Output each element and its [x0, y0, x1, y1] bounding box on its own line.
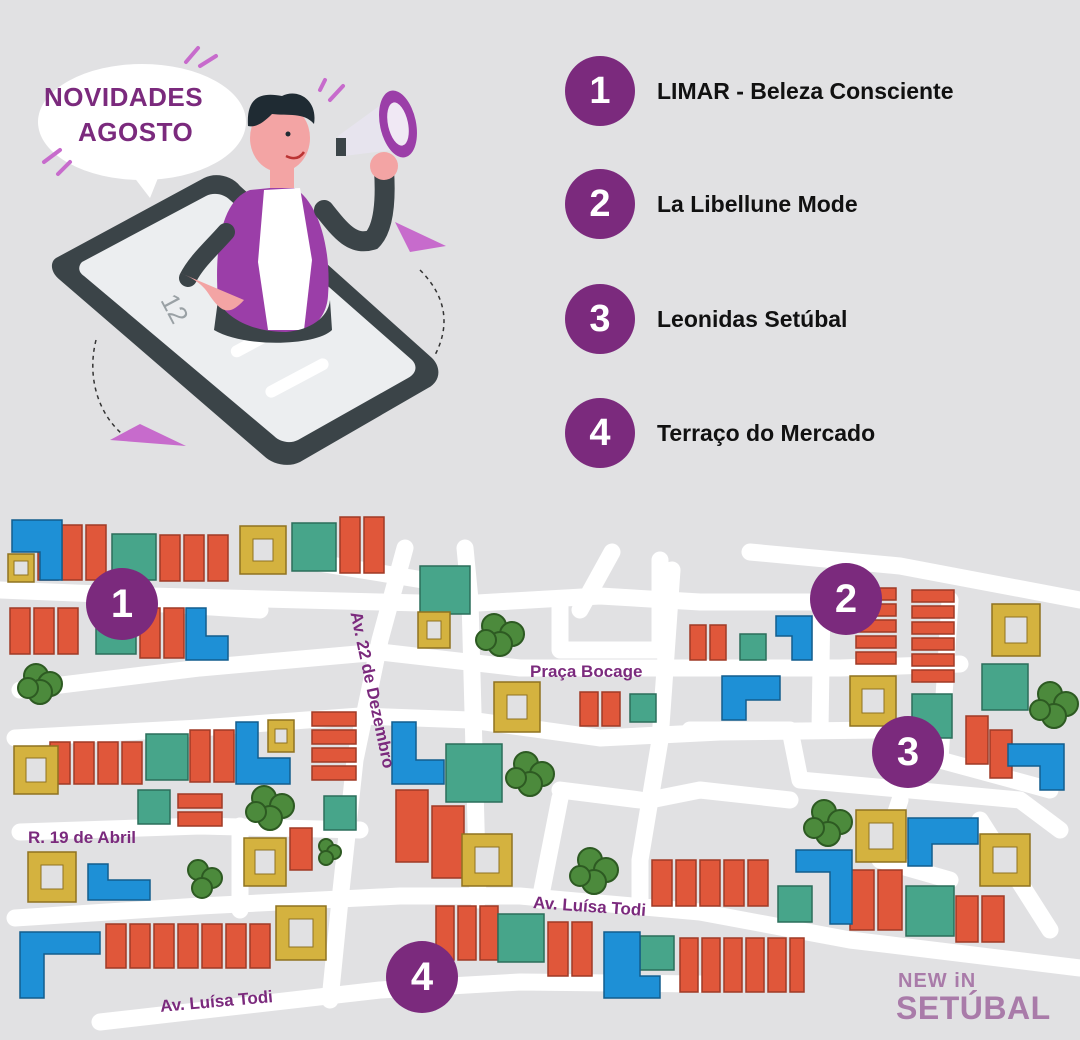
- dashed-arrow-right: [419, 269, 445, 356]
- road: [681, 721, 1069, 839]
- dashed-arrow-left: [92, 339, 131, 441]
- road: [11, 643, 969, 699]
- brand-logo-line1: NEW iN: [898, 970, 977, 992]
- legend-item-3: 3 Leonidas Setúbal: [565, 283, 847, 355]
- road: [6, 887, 1080, 977]
- legend-label: LIMAR - Beleza Consciente: [657, 77, 954, 104]
- legend-number: 2: [565, 169, 635, 239]
- legend-number: 4: [565, 398, 635, 468]
- brand-logo-line2: SETÚBAL: [896, 990, 1051, 1026]
- legend-label: La Libellune Mode: [657, 190, 858, 217]
- tree: [569, 847, 619, 895]
- map-marker-3[interactable]: 3: [872, 716, 944, 788]
- street-label-praca-bocage: Praça Bocage: [530, 662, 643, 681]
- tree: [505, 751, 555, 797]
- promo-title-line2: AGOSTO: [78, 117, 194, 147]
- road: [741, 543, 1080, 609]
- road: [551, 551, 669, 659]
- map-marker-4[interactable]: 4: [386, 941, 458, 1013]
- street-label-r-19-de-abril: R. 19 de Abril: [28, 828, 137, 847]
- tree: [475, 613, 525, 657]
- red-buildings: [9, 516, 1013, 993]
- road: [571, 543, 621, 619]
- tree: [245, 785, 295, 831]
- road: [531, 789, 569, 909]
- road: [641, 781, 799, 809]
- trees: [17, 613, 1079, 899]
- tree: [1029, 681, 1079, 729]
- promo-bubble: [38, 46, 246, 198]
- paper-plane-icon: [110, 424, 186, 446]
- legend-item-4: 4 Terraço do Mercado: [565, 397, 875, 469]
- promo-title-line1: NOVIDADES: [44, 82, 204, 112]
- map-marker-2[interactable]: 2: [810, 563, 882, 635]
- megaphone-icon: [318, 78, 417, 158]
- tree: [803, 799, 853, 847]
- tree: [187, 859, 223, 899]
- yellow-buildings: [7, 525, 1041, 961]
- map-marker-1[interactable]: 1: [86, 568, 158, 640]
- promo-illustration: 12: [38, 46, 446, 465]
- person: [178, 93, 398, 343]
- yellow-courtyards: [13, 538, 1028, 948]
- legend-item-1: 1 LIMAR - Beleza Consciente: [565, 55, 954, 127]
- legend-number: 1: [565, 56, 635, 126]
- legend-label: Leonidas Setúbal: [657, 305, 848, 332]
- road: [551, 781, 649, 809]
- legend-item-2: 2 La Libellune Mode: [565, 168, 858, 240]
- blue-buildings: [11, 519, 1065, 999]
- tree: [318, 838, 342, 866]
- legend-number: 3: [565, 284, 635, 354]
- paper-plane-icon: [395, 222, 446, 252]
- tree: [17, 663, 63, 705]
- legend-label: Terraço do Mercado: [657, 419, 876, 446]
